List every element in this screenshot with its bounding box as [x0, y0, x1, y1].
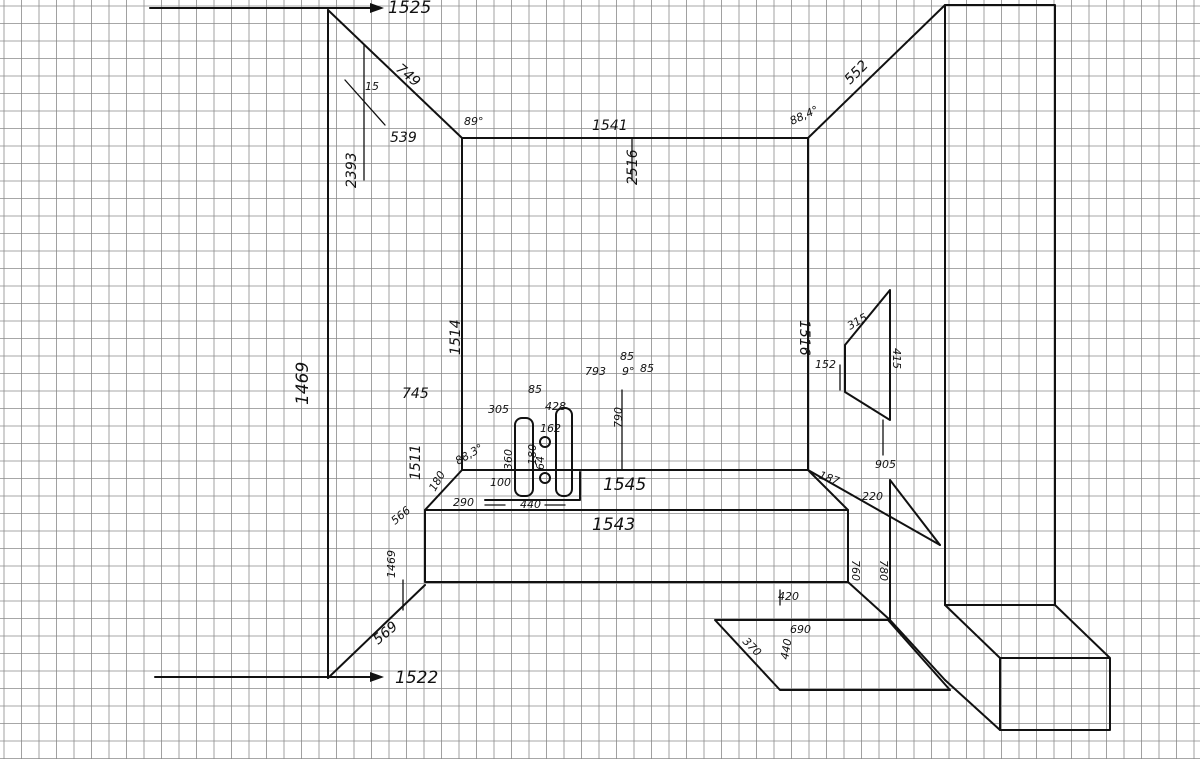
label-left-front-height: 1469	[293, 362, 313, 405]
label-left-2393: 2393	[344, 152, 360, 188]
floor-right-edge-upper	[807, 469, 941, 546]
fixture-right	[555, 407, 573, 497]
arrow-539-line	[344, 79, 386, 126]
label-platform-front: 1543	[592, 515, 635, 535]
label-window-905: 905	[875, 458, 896, 471]
dimension-labels: 1525 1522 1541 1545 1543 749 569 552 15 …	[293, 0, 903, 688]
bottom-width-arrowhead	[370, 672, 384, 682]
right-step-top	[889, 479, 941, 546]
platform-right-top	[807, 469, 849, 511]
room-outline	[149, 3, 1111, 731]
label-right-760: 760	[849, 560, 862, 581]
label-left-745: 745	[402, 386, 429, 402]
label-right-780: 780	[877, 560, 890, 581]
label-right-ceiling-depth: 552	[842, 58, 872, 88]
label-right-220: 220	[862, 490, 883, 503]
dimension-arrows	[344, 44, 884, 611]
label-pipe-85-right: 85	[640, 362, 654, 375]
label-box-370: 370	[740, 635, 764, 659]
label-unit-180: 180	[526, 444, 539, 465]
right-column	[944, 4, 1056, 606]
label-ceiling-drop: 2516	[625, 149, 641, 185]
label-unit-100: 100	[490, 476, 511, 489]
label-left-539: 539	[390, 130, 417, 146]
platform-front	[424, 509, 849, 583]
label-angle-89: 89°	[464, 115, 484, 128]
label-left-566: 566	[389, 504, 413, 527]
label-left-back-height: 1514	[448, 319, 464, 355]
label-pipe-angle: 9°	[622, 365, 635, 378]
ceiling-left-edge	[327, 9, 463, 139]
label-left-floor-depth: 569	[370, 619, 401, 648]
ceiling-right-edge	[807, 4, 946, 139]
fixture-base	[484, 471, 581, 501]
label-unit-440: 440	[520, 498, 541, 511]
right-front-box	[944, 604, 1111, 731]
floor-right-lower-edge	[889, 619, 946, 681]
label-bottom-width: 1522	[395, 668, 438, 688]
label-box-440: 440	[778, 638, 794, 661]
label-pipe-790: 790	[612, 407, 625, 428]
right-front-box-edge	[944, 604, 1001, 659]
floor-left-edge	[327, 584, 426, 679]
label-unit-64: 64	[534, 456, 547, 470]
label-window-152: 152	[815, 358, 836, 371]
label-box-420: 420	[778, 590, 799, 603]
label-top-width: 1525	[388, 0, 431, 18]
label-unit-162: 162	[540, 422, 561, 435]
label-angle-883: 88,3°	[453, 441, 485, 467]
label-left-15: 15	[365, 80, 379, 93]
label-pipe-85-top: 85	[620, 350, 634, 363]
label-right-187: 187	[817, 469, 841, 488]
label-pipe-793: 793	[585, 365, 606, 378]
label-back-floor: 1545	[603, 475, 646, 495]
fixture-knob-bottom	[539, 472, 551, 484]
platform-left-top	[424, 469, 463, 511]
label-back-top: 1541	[592, 118, 628, 134]
fixture-knob-top	[539, 436, 551, 448]
right-wall-window	[844, 289, 891, 421]
label-unit-360: 360	[502, 449, 515, 470]
label-left-ceiling-depth: 749	[392, 61, 423, 90]
label-angle-884: 88,4°	[788, 103, 821, 127]
label-unit-428: 428	[545, 400, 566, 413]
label-unit-290: 290	[453, 496, 474, 509]
label-unit-85: 85	[528, 383, 542, 396]
label-window-415: 415	[890, 348, 903, 369]
label-unit-305: 305	[488, 403, 509, 416]
right-front-box-bottom	[944, 679, 1001, 731]
top-width-arrowhead	[370, 3, 384, 13]
label-box-690: 690	[790, 623, 811, 636]
fixture-left	[514, 417, 534, 497]
label-left-1511: 1511	[408, 444, 424, 480]
label-platform-left-height: 1469	[385, 550, 398, 578]
label-right-back-height: 1516	[796, 320, 812, 356]
floor-box	[714, 619, 951, 691]
